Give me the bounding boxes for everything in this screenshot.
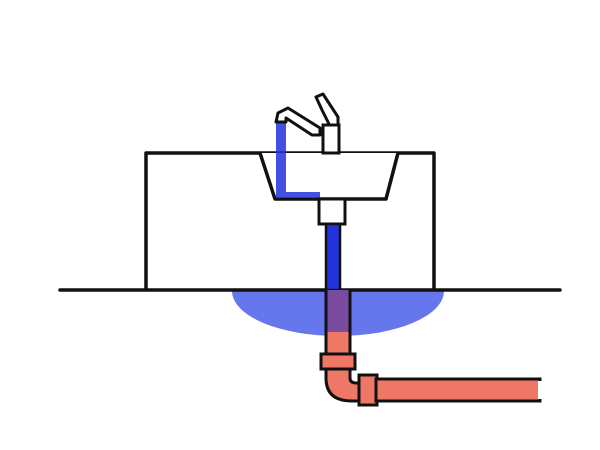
pipe-coupling: [319, 352, 357, 371]
drain-pipe-overlap: [326, 290, 350, 332]
faucet-body: [321, 123, 341, 155]
water-column: [326, 224, 340, 290]
drain-body: [317, 197, 347, 226]
faucet: [274, 92, 341, 155]
faucet-spout: [274, 106, 322, 137]
pipe-elbow: [324, 367, 364, 403]
water-stream: [276, 120, 320, 198]
faucet-handle: [314, 92, 340, 128]
elbow-coupling: [357, 373, 379, 407]
drain-pipe-outline: [324, 290, 352, 358]
horizontal-pipe: [374, 377, 542, 403]
